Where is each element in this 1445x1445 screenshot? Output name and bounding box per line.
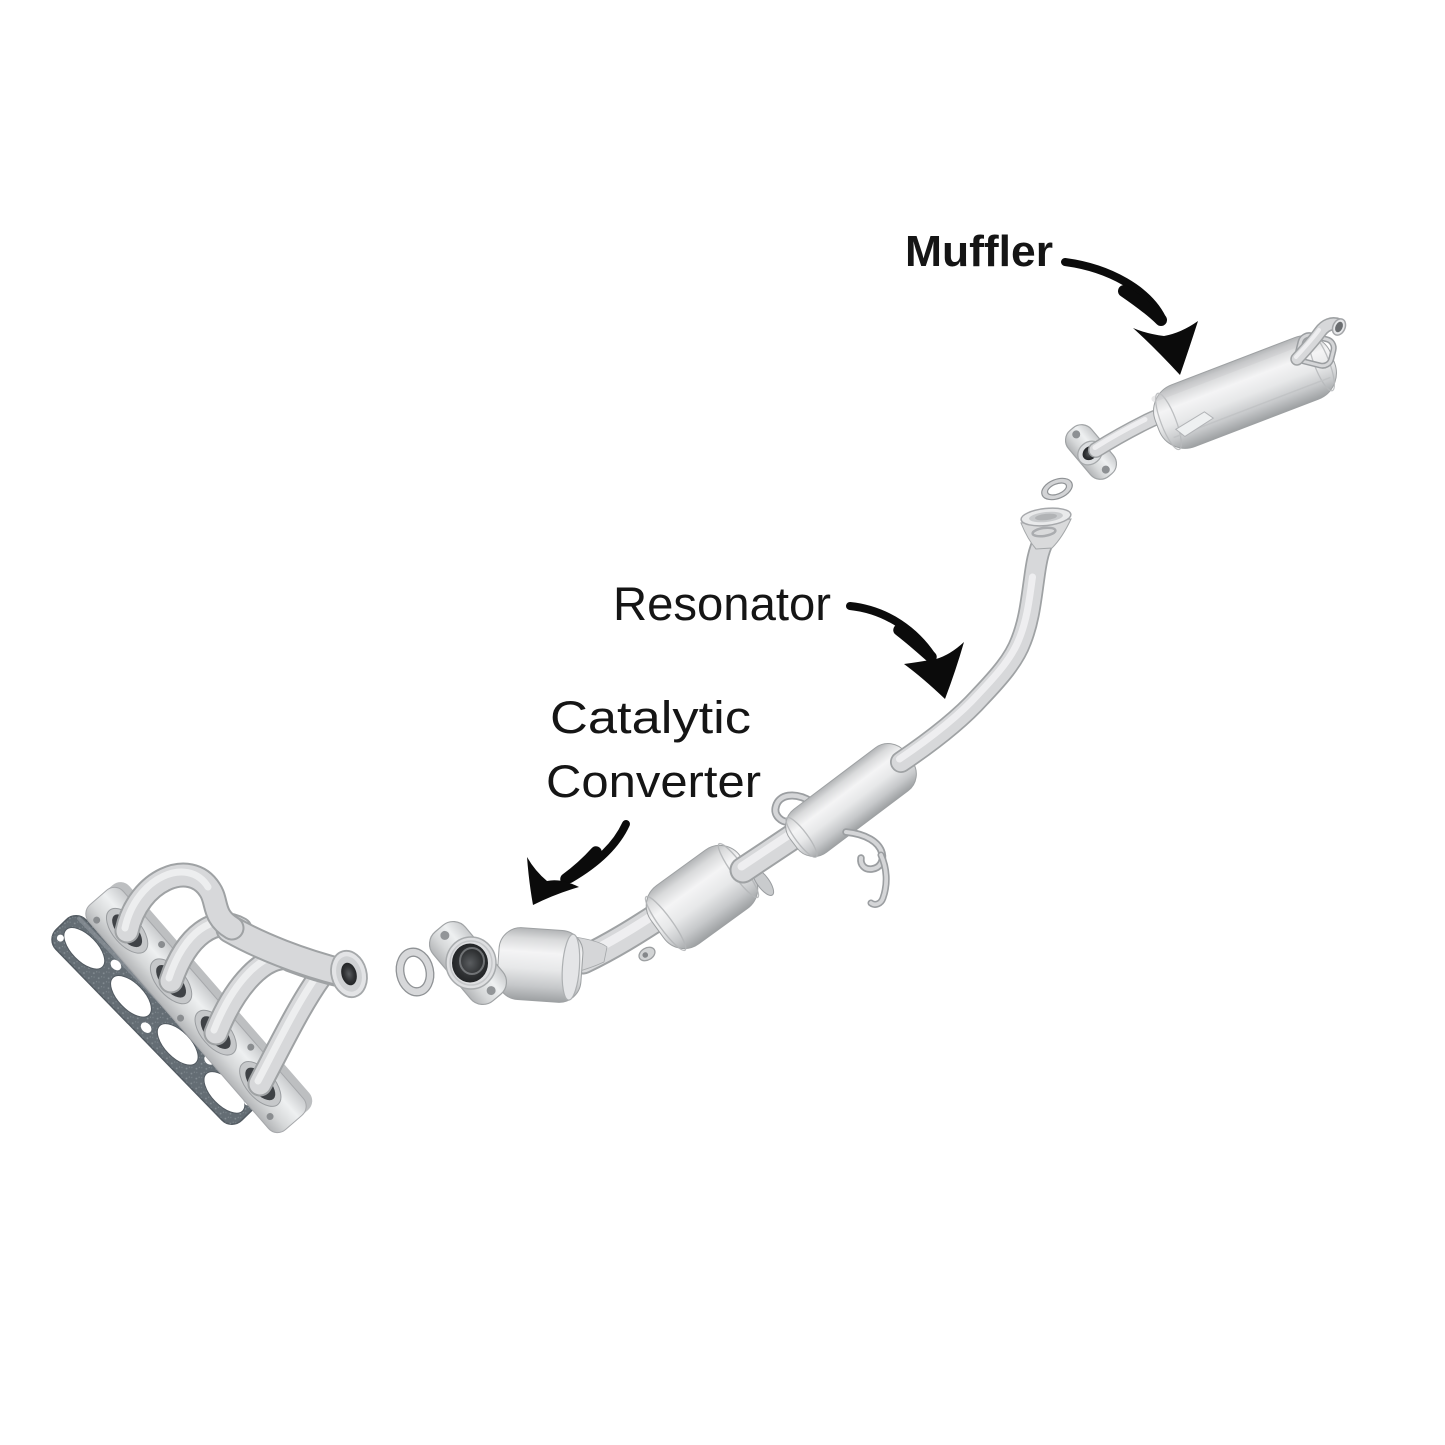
resonator-arrow [846,602,964,699]
muffler-arrowhead [1133,321,1198,375]
muffler-label: Muffler [905,227,1053,276]
intermediate-pipe-mid [729,822,808,884]
muffler-slot-tab [1174,411,1215,438]
manifold-runner-tubes [114,862,359,1097]
gasket-bolt-hole [56,934,64,942]
catalytic-converter-label-line2: Converter [546,756,761,807]
resonator-arrowhead [904,642,964,699]
catalytic-inlet-flange [428,920,508,1006]
muffler-gasket-ring [1041,477,1073,501]
resonator-label: Resonator [613,577,831,630]
intermediate-pipe-rear [890,529,1055,773]
gasket-bolt-hole [140,1022,152,1033]
catalytic-converter-label-line1: Catalytic [550,692,751,743]
muffler-arrow [1061,258,1198,375]
muffler-illustration [1064,317,1347,480]
exhaust-hanger-rear [842,828,890,908]
catalytic-arrowhead [527,857,579,905]
muffler-seam-line [1173,376,1331,439]
muffler-tailpipe [1290,317,1347,366]
flange-mouth-opening [452,943,488,983]
exhaust-hanger-front [771,791,816,827]
muffler-arrow-taper [1118,285,1167,326]
exhaust-manifold-illustration [85,862,368,1134]
gasket-port-hole [63,927,106,970]
gasket-texture [52,915,256,1125]
manifold-outlet-flange [330,949,368,999]
gasket-port-hole [110,975,152,1018]
pipe-bell-flange [1020,507,1072,550]
catalytic-converter-assembly-illustration [428,507,1072,1006]
oxygen-sensor-bung [638,946,656,962]
catalytic-converter-arrow [527,820,630,905]
flange-gasket-ring [395,947,435,997]
manifold-flange-bolt-holes [93,916,274,1121]
gasket-bolt-hole [110,959,122,971]
front-catalytic-converter-body [496,927,608,1003]
resonator-arrow-taper [893,624,937,663]
catalytic-arrow-taper [560,846,602,885]
